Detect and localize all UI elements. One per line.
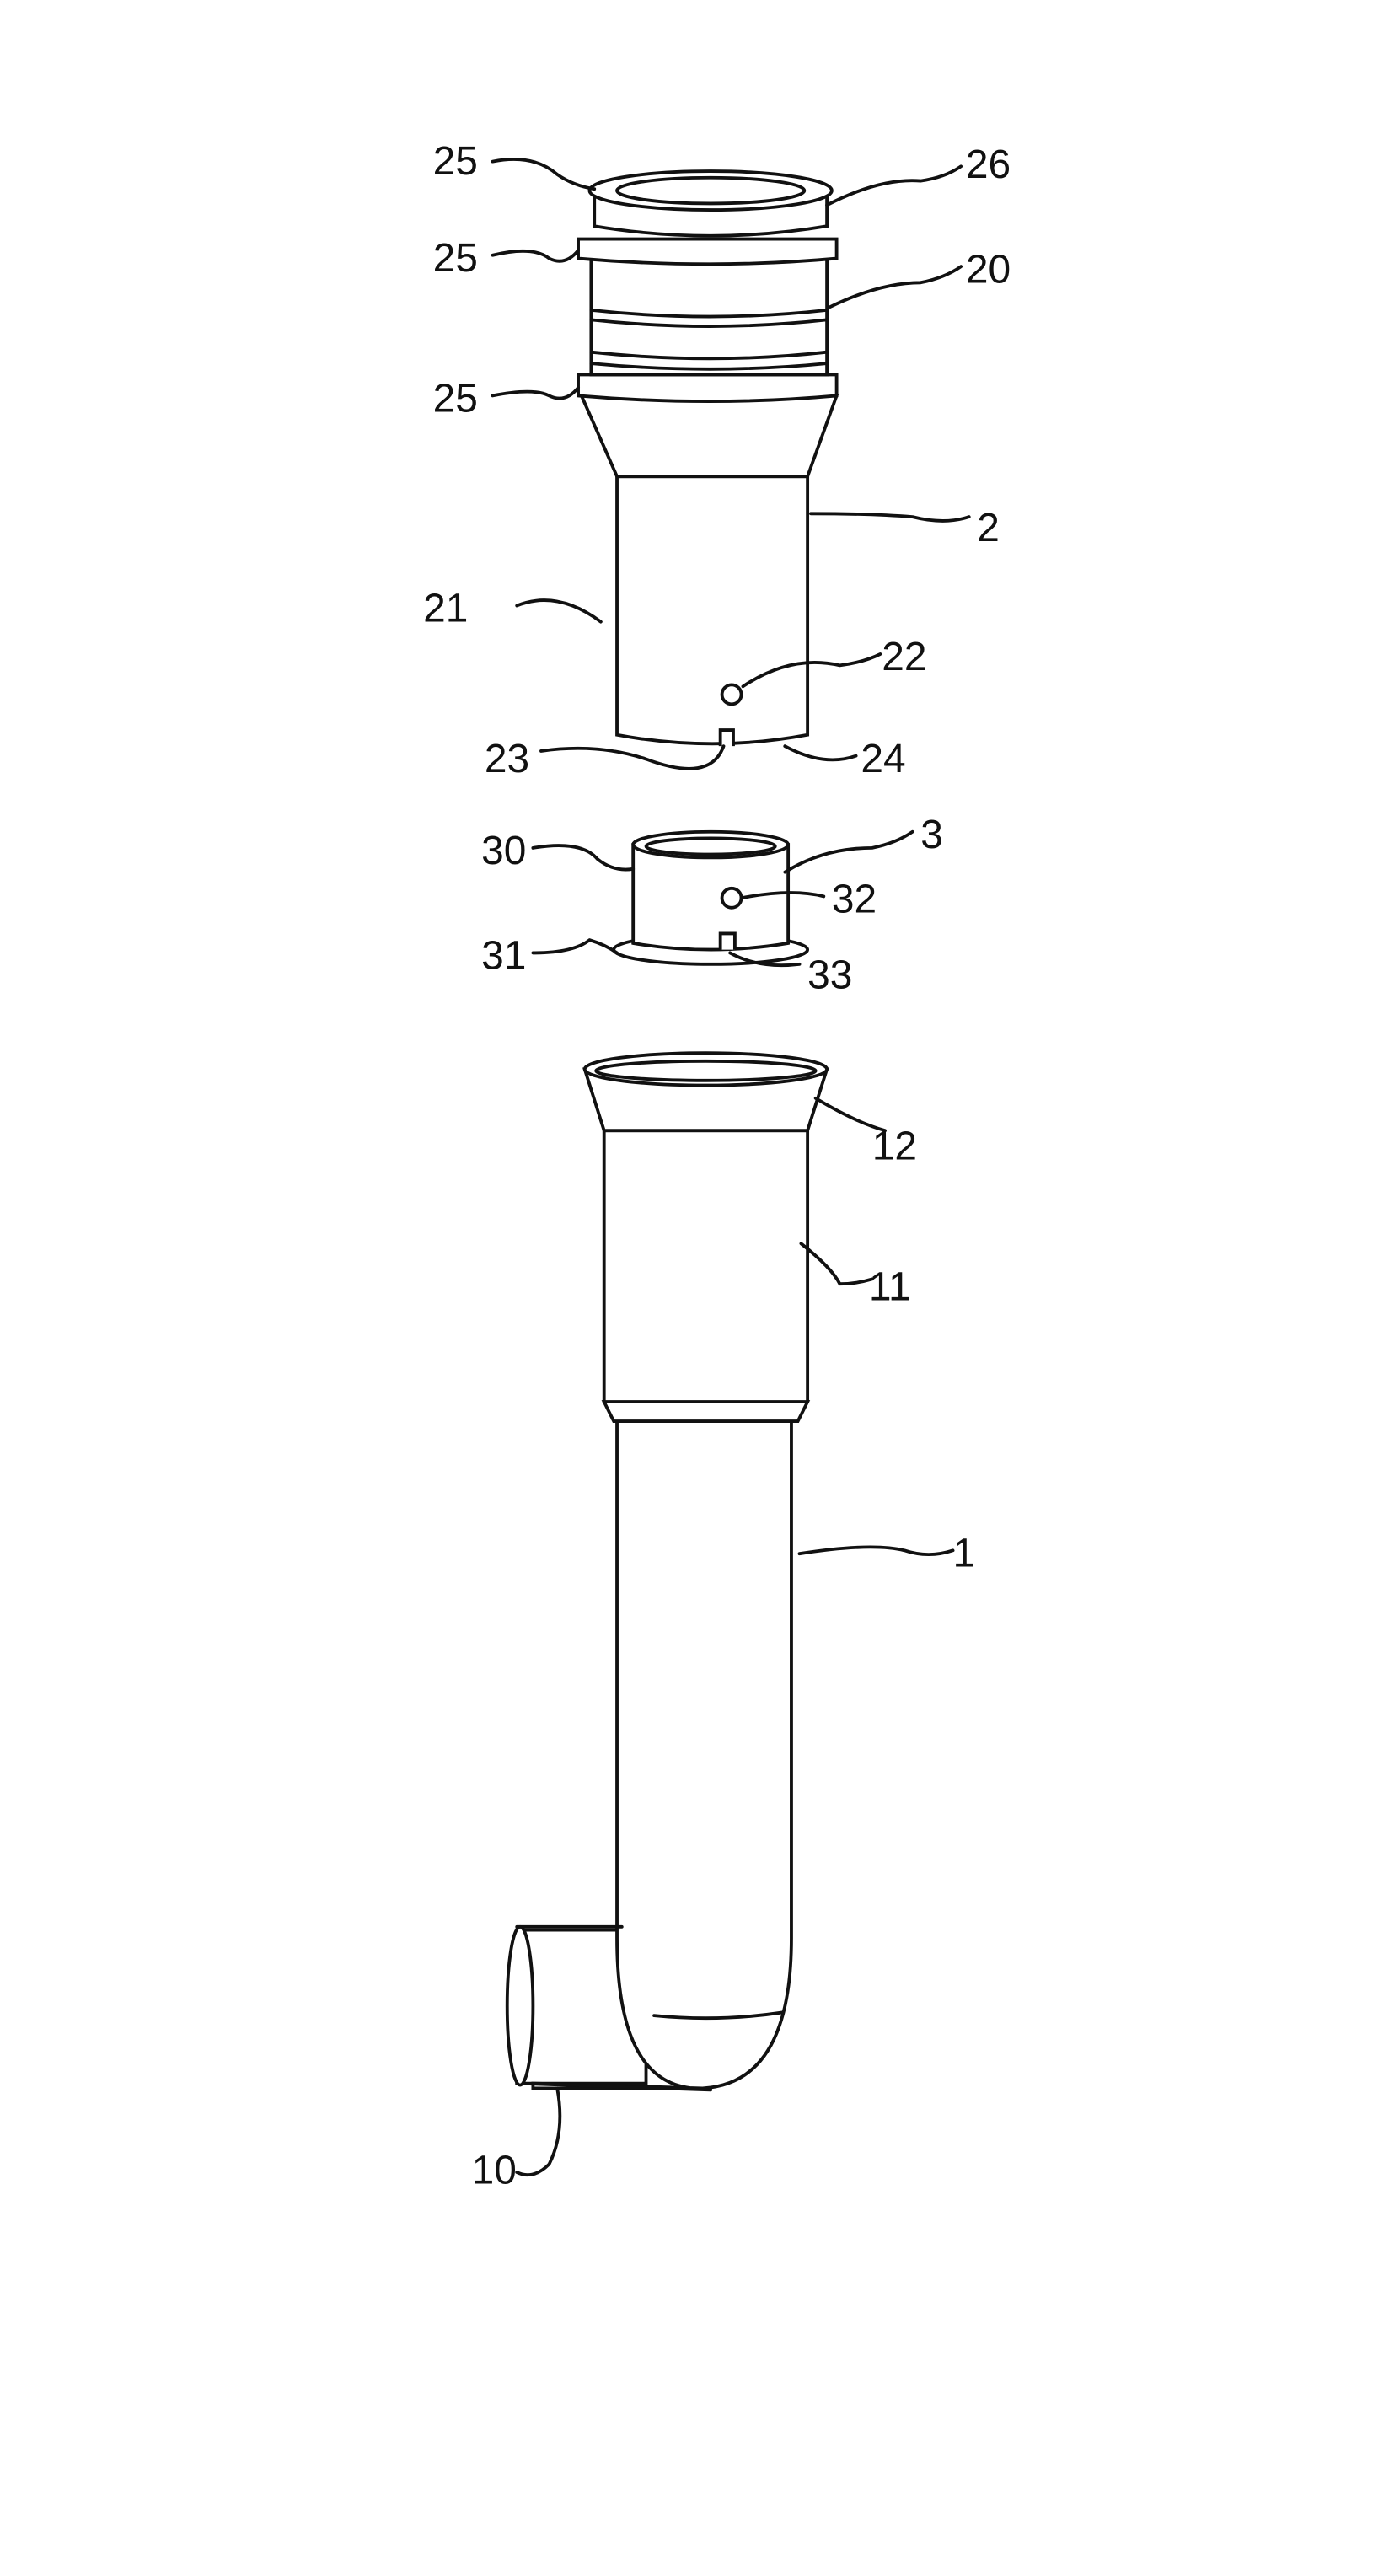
lower-pipe-part-1 — [505, 1051, 829, 2092]
label-1: 1 — [953, 1532, 976, 1576]
label-25-middle: 25 — [433, 236, 478, 281]
label-32: 32 — [832, 877, 877, 922]
label-23: 23 — [485, 737, 529, 781]
label-25-bottom: 25 — [433, 377, 478, 421]
label-12: 12 — [872, 1124, 917, 1169]
label-22: 22 — [882, 635, 926, 679]
reference-labels: 25 26 25 20 25 2 21 22 23 24 30 3 32 31 … — [423, 139, 1011, 2192]
pin-hole-22 — [720, 683, 743, 706]
coupling-ring-part-3 — [612, 829, 810, 966]
label-2: 2 — [977, 506, 1000, 550]
label-24: 24 — [861, 737, 905, 781]
leader-lines — [491, 158, 971, 2177]
label-33: 33 — [807, 953, 852, 998]
label-20: 20 — [966, 247, 1011, 292]
label-26: 26 — [966, 142, 1011, 187]
label-31: 31 — [481, 934, 526, 979]
label-25-top: 25 — [433, 139, 478, 184]
label-30: 30 — [481, 829, 526, 873]
notch-23 — [718, 728, 735, 747]
label-21: 21 — [423, 587, 468, 631]
label-11: 11 — [869, 1264, 911, 1309]
label-10: 10 — [472, 2148, 517, 2192]
label-3: 3 — [920, 813, 943, 857]
upper-tube-part-2 — [577, 169, 839, 747]
